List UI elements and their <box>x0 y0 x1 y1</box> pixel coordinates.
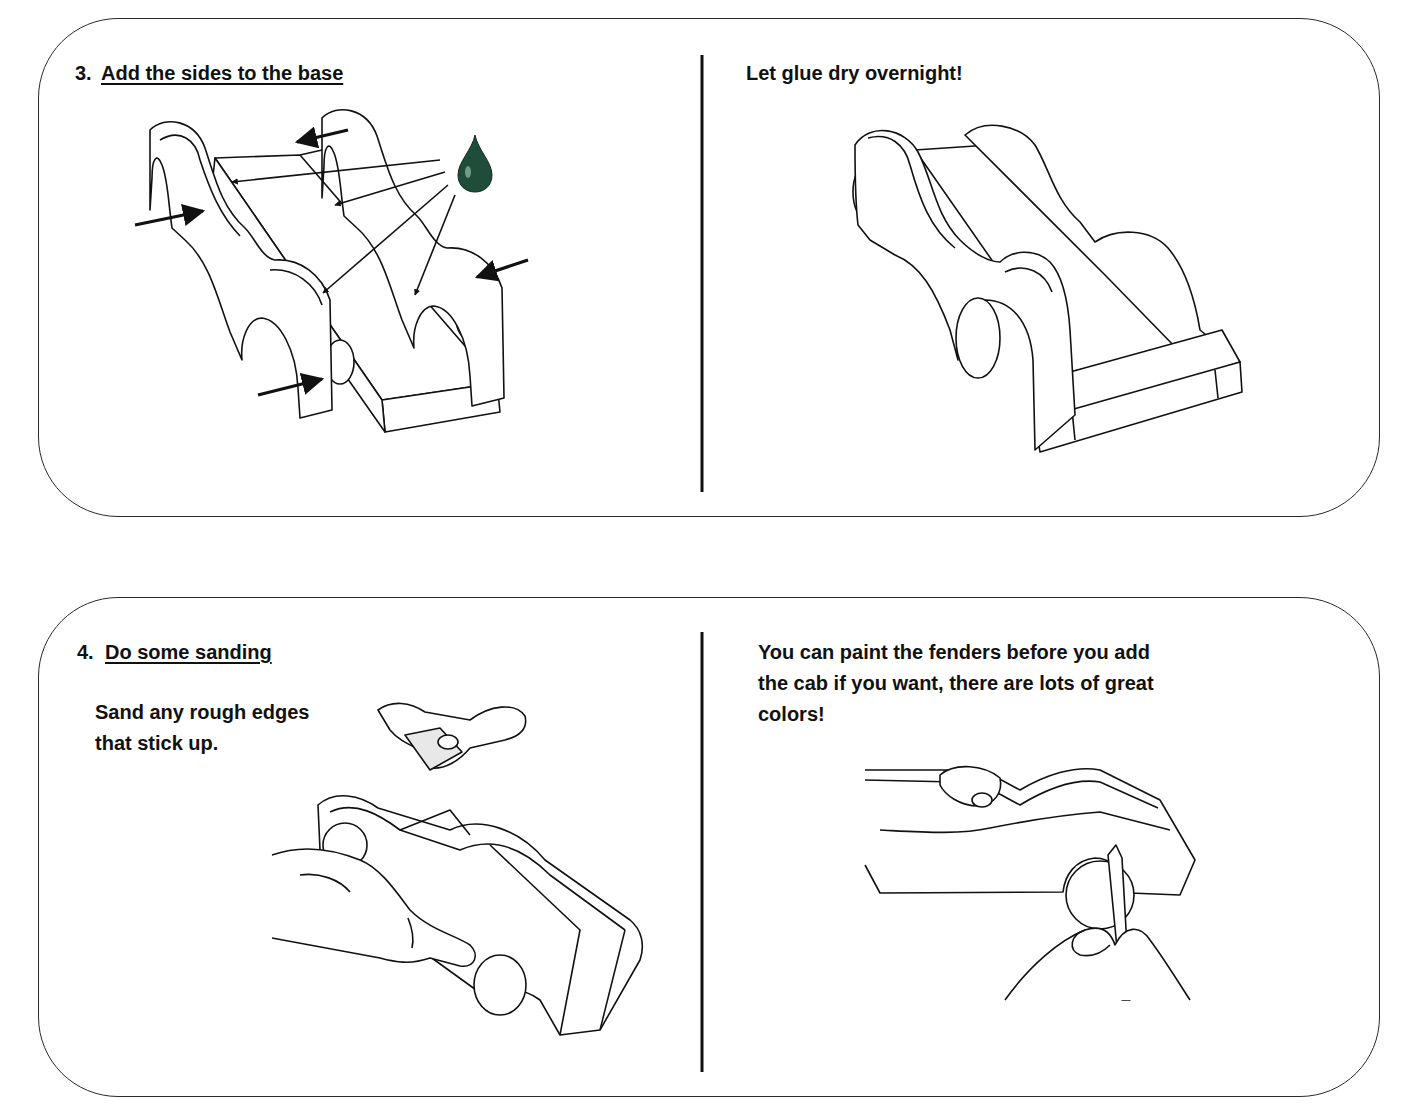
step-panel: 3.Add the sides to the base Let glue dry … <box>38 18 1380 517</box>
step-panel: 4.Do some sandingSand any rough edges th… <box>38 597 1380 1097</box>
step-number: 3. <box>75 58 105 89</box>
glue-leader-arrows <box>232 160 455 295</box>
exploded-car-drawing <box>150 110 504 432</box>
assembled-car-drawing <box>853 125 1242 452</box>
step-heading: Do some sanding <box>105 637 425 668</box>
direction-arrows <box>135 130 528 395</box>
sanding-drawing <box>272 703 642 1035</box>
step-note: Let glue dry overnight! <box>746 58 1146 89</box>
step-heading: Add the sides to the base <box>101 58 421 89</box>
instruction-text: Sand any rough edges that stick up. <box>95 697 340 759</box>
step-number: 4. <box>77 637 107 668</box>
panel-divider <box>701 55 704 1072</box>
glue-drop <box>458 135 492 192</box>
step-note: You can paint the fenders before you add… <box>758 637 1183 730</box>
painting-drawing <box>865 767 1195 1000</box>
